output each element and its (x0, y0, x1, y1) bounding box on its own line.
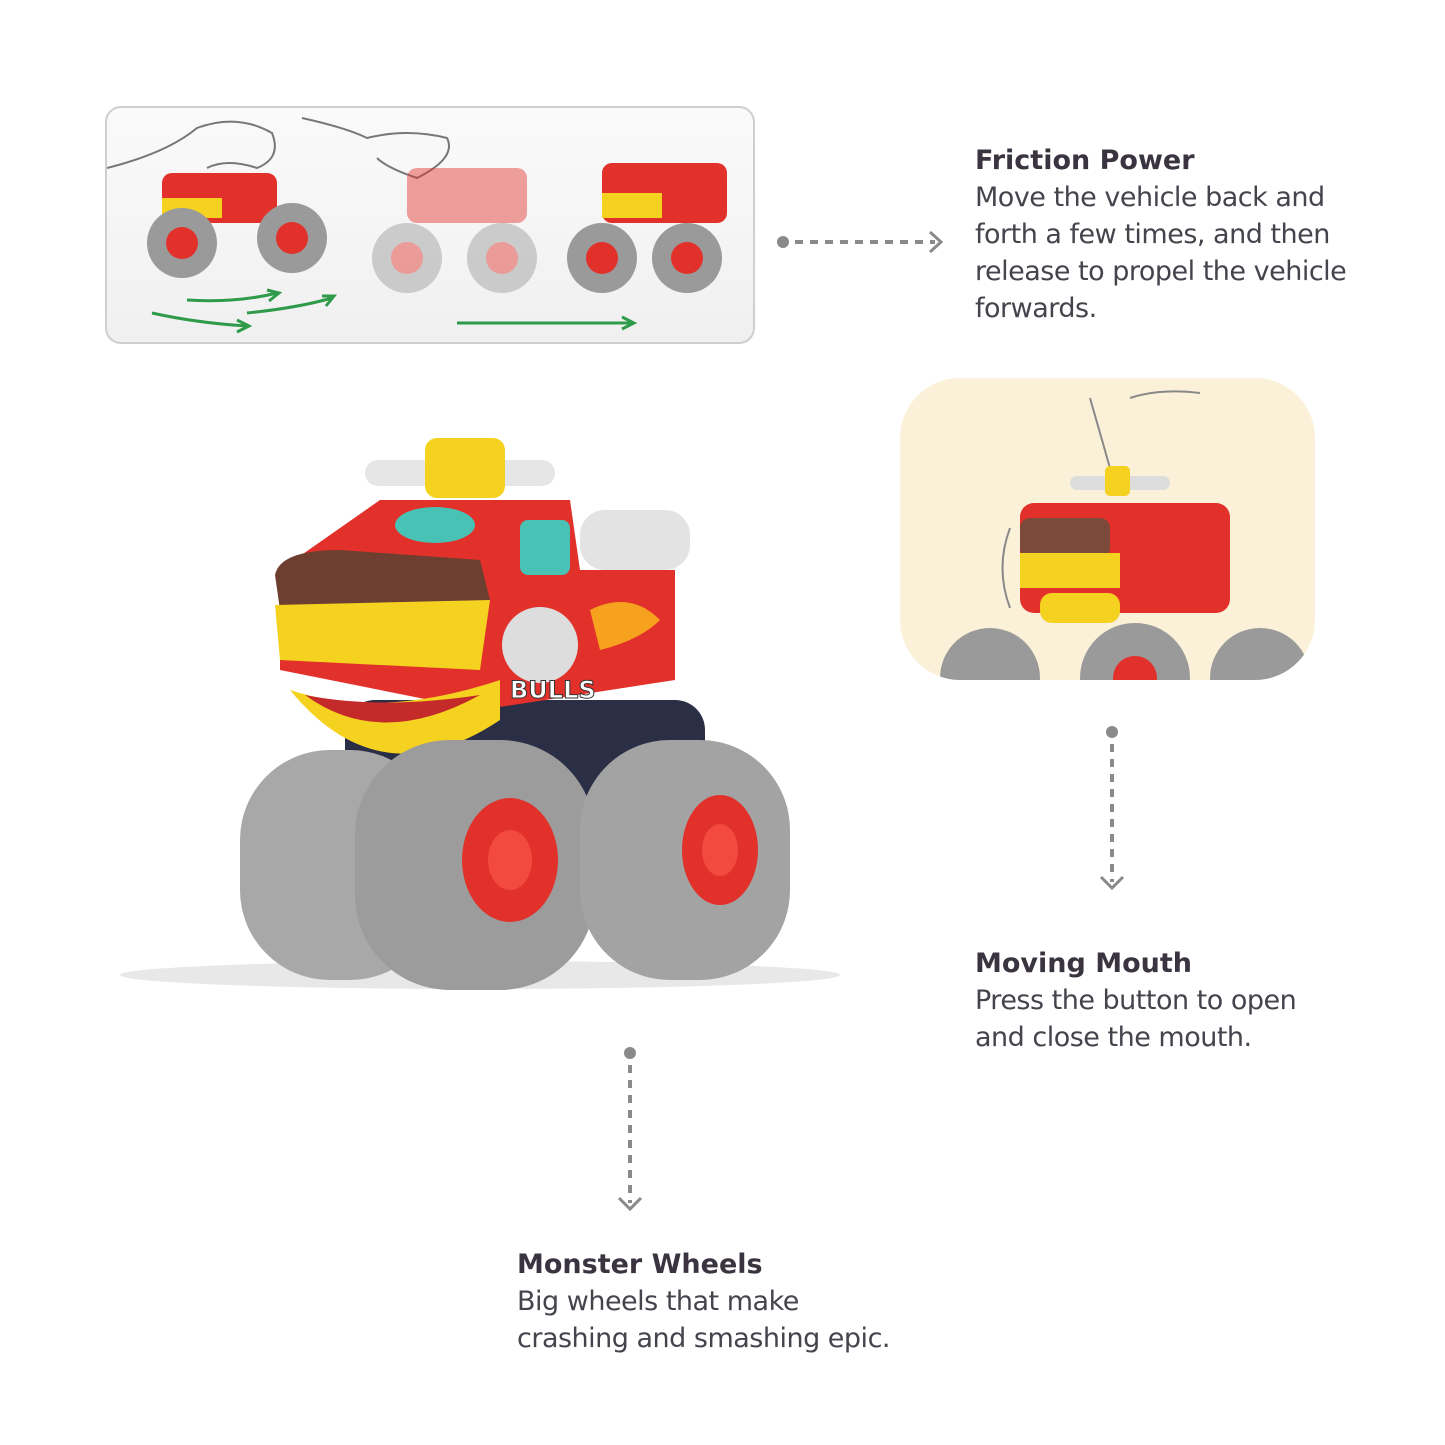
connector-arrow-down (617, 1047, 643, 1212)
feature-line: release to propel the vehicle (975, 256, 1347, 287)
friction-demo-panel (105, 106, 755, 344)
bulls-decal: BULLS (502, 607, 596, 705)
feature-friction-power: Friction Power Move the vehicle back and… (975, 142, 1347, 327)
feature-line: and close the mouth. (975, 1022, 1252, 1053)
truck-thumbnail-2 (372, 168, 537, 293)
hand-icon (107, 117, 450, 180)
feature-line: crashing and smashing epic. (517, 1323, 891, 1354)
connector-arrow-right (777, 230, 944, 254)
feature-line: Big wheels that make (517, 1286, 799, 1317)
truck-thumbnail-3 (567, 163, 727, 293)
feature-monster-wheels: Monster Wheels Big wheels that make cras… (517, 1246, 891, 1357)
feature-moving-mouth: Moving Mouth Press the button to open an… (975, 945, 1297, 1056)
connector-arrow-down (1099, 726, 1125, 891)
feature-line: Move the vehicle back and (975, 182, 1325, 213)
decal-text: BULLS (510, 676, 596, 704)
feature-title: Monster Wheels (517, 1249, 763, 1280)
monster-truck-image: BULLS (120, 438, 840, 990)
feature-line: Press the button to open (975, 985, 1297, 1016)
mouth-demo-image (900, 378, 1315, 680)
feature-line: forth a few times, and then (975, 219, 1330, 250)
feature-title: Moving Mouth (975, 948, 1192, 979)
feature-title: Friction Power (975, 145, 1195, 176)
feature-line: forwards. (975, 293, 1097, 324)
hand-icon (1089, 390, 1201, 469)
friction-demo-illustration (107, 117, 727, 334)
motion-arrows (151, 288, 638, 334)
truck-thumbnail-1 (147, 173, 327, 278)
